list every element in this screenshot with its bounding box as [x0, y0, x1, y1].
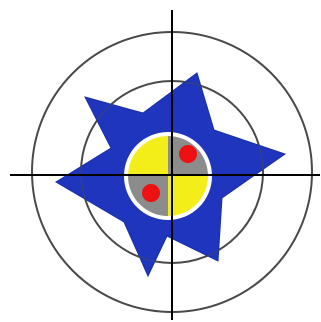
red-dot-top-right [179, 145, 197, 163]
red-dot-bottom-left [142, 184, 160, 202]
